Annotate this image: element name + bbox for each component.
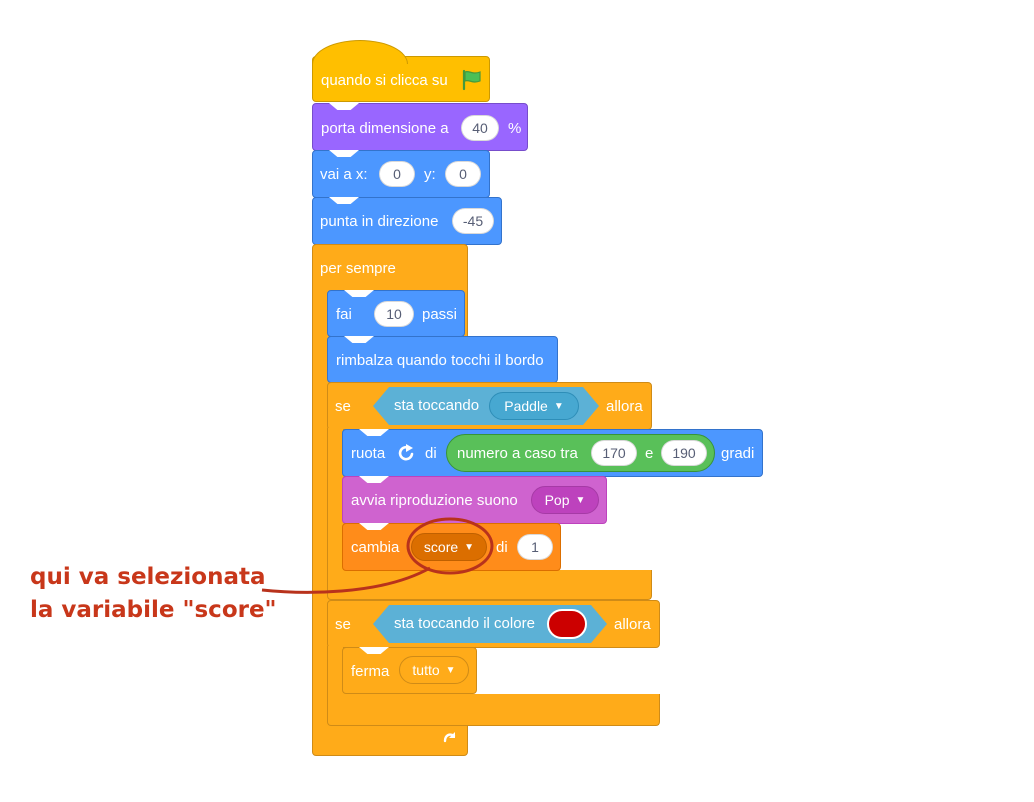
color-swatch[interactable]	[547, 609, 587, 639]
turn-label: ruota	[351, 445, 386, 462]
sound-value: Pop	[544, 492, 570, 508]
hat-cap	[312, 40, 408, 64]
goto-xy-block[interactable]: vai a x: 0 y: 0	[312, 150, 490, 198]
change-amount-input[interactable]: 1	[517, 534, 553, 560]
green-flag-icon	[461, 69, 483, 95]
point-direction-block[interactable]: punta in direzione -45	[312, 197, 502, 245]
stop-value: tutto	[412, 662, 440, 678]
change-variable-block[interactable]: cambia score ▼ di 1	[342, 523, 561, 571]
size-input[interactable]: 40	[461, 115, 499, 141]
start-sound-block[interactable]: avvia riproduzione suono Pop ▼	[342, 476, 607, 524]
stop-block[interactable]: ferma tutto ▼	[342, 647, 477, 694]
stop-dropdown[interactable]: tutto ▼	[399, 656, 469, 684]
random-and-label: e	[645, 445, 654, 462]
chevron-down-icon: ▼	[464, 541, 475, 553]
random-label: numero a caso tra	[457, 445, 578, 462]
bounce-label: rimbalza quando tocchi il bordo	[336, 352, 544, 369]
touching-color-condition[interactable]: sta toccando il colore	[373, 605, 607, 643]
random-number-reporter[interactable]: numero a caso tra 170 e 190	[446, 434, 715, 472]
steps-suffix: passi	[422, 306, 458, 323]
direction-input[interactable]: -45	[452, 208, 494, 234]
if1-then-label: allora	[606, 398, 643, 415]
chevron-down-icon: ▼	[575, 494, 586, 506]
chevron-down-icon: ▼	[445, 664, 456, 676]
if2-then-label: allora	[614, 616, 651, 633]
move-steps-block[interactable]: fai 10 passi	[327, 290, 465, 337]
touching-target-value: Paddle	[504, 398, 548, 414]
if1-label: se	[335, 398, 351, 415]
move-label: fai	[336, 306, 352, 323]
sound-dropdown[interactable]: Pop ▼	[531, 486, 599, 514]
if-touching-color-block[interactable]: se sta toccando il colore allora	[327, 600, 660, 726]
stop-label: ferma	[351, 663, 390, 680]
forever-label: per sempre	[320, 260, 396, 277]
hat-label: quando si clicca su	[321, 72, 448, 89]
steps-input[interactable]: 10	[374, 301, 414, 327]
loop-arrow-icon	[441, 729, 459, 752]
turn-right-block[interactable]: ruota di numero a caso tra 170 e 190 gra…	[342, 429, 763, 477]
variable-value: score	[423, 539, 459, 555]
touching-sprite-condition[interactable]: sta toccando Paddle ▼	[373, 387, 599, 425]
goto-y-label: y:	[424, 166, 436, 183]
y-input[interactable]: 0	[445, 161, 481, 187]
random-to-input[interactable]: 190	[661, 440, 707, 466]
goto-x-label: vai a x:	[320, 166, 368, 183]
sound-label: avvia riproduzione suono	[351, 492, 518, 509]
touching-target-dropdown[interactable]: Paddle ▼	[489, 392, 579, 420]
random-from-input[interactable]: 170	[591, 440, 637, 466]
change-label: cambia	[351, 539, 400, 556]
annotation-line-2: la variabile "score"	[30, 597, 277, 623]
direction-label: punta in direzione	[320, 213, 439, 230]
if2-label: se	[335, 616, 351, 633]
set-size-block[interactable]: porta dimensione a 40 %	[312, 103, 528, 151]
touching-color-label: sta toccando il colore	[394, 615, 535, 632]
change-di-label: di	[496, 539, 508, 556]
touching-label: sta toccando	[394, 397, 480, 414]
bounce-edge-block[interactable]: rimbalza quando tocchi il bordo	[327, 336, 558, 383]
variable-dropdown[interactable]: score ▼	[411, 533, 487, 561]
turn-di-label: di	[425, 445, 437, 462]
rotate-right-icon	[397, 443, 417, 467]
annotation-line-1: qui va selezionata	[30, 564, 266, 590]
x-input[interactable]: 0	[379, 161, 415, 187]
set-size-label: porta dimensione a	[321, 120, 449, 137]
chevron-down-icon: ▼	[553, 400, 564, 412]
turn-degrees-label: gradi	[721, 445, 755, 462]
percent-label: %	[508, 120, 522, 137]
